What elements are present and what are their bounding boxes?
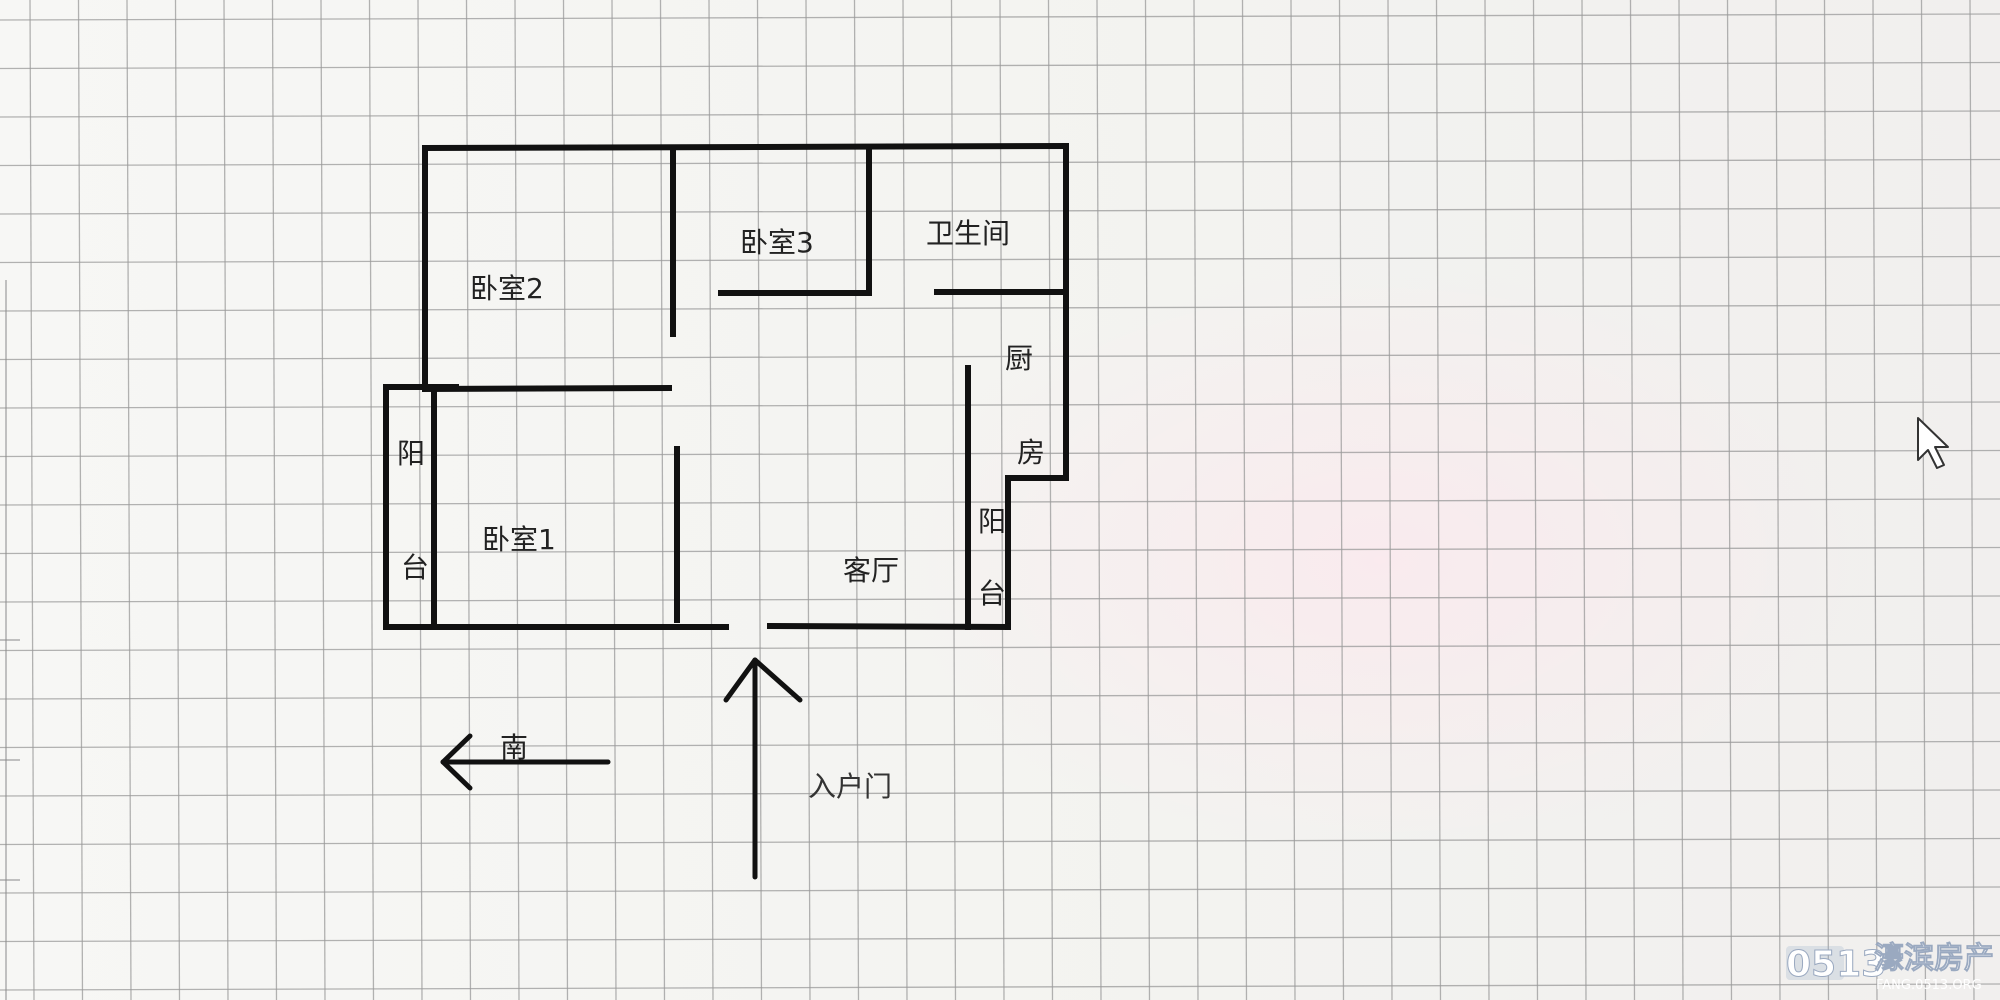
grid-line-vertical [1047, 0, 1054, 1000]
label-living-room: 客厅 [843, 554, 899, 587]
grid-line-horizontal [0, 449, 2000, 458]
grid-line-vertical [1241, 0, 1248, 1000]
grid-line-horizontal [0, 13, 2000, 21]
grid-line-vertical [611, 0, 617, 1000]
grid-line-horizontal [0, 207, 2000, 215]
floor-plan-walls [383, 142, 1070, 631]
grid-line-vertical [805, 0, 811, 1000]
label-bedroom2: 卧室2 [470, 272, 544, 305]
grid-line-horizontal [0, 498, 2000, 506]
grid-line-vertical [514, 0, 520, 1000]
grid-line-vertical [562, 0, 569, 1000]
label-balcony-right-1: 阳 [978, 505, 1006, 538]
grid-line-horizontal [0, 789, 2000, 797]
label-south: 南 [500, 731, 528, 764]
wall-bedroom2-bedroom1 [421, 384, 673, 393]
grid-line-horizontal [0, 595, 2000, 603]
grid-line-vertical [950, 0, 957, 1000]
grid-line-vertical [1435, 0, 1442, 1000]
grid-line-horizontal [0, 740, 2000, 749]
grid-line-vertical [1387, 0, 1393, 1000]
label-balcony-left-2: 台 [401, 551, 429, 584]
grid-line-horizontal [0, 983, 2000, 991]
grid-line-vertical [368, 0, 375, 1000]
grid-line-horizontal [0, 692, 2000, 700]
grid-line-vertical [659, 0, 666, 1000]
label-bedroom1: 卧室1 [482, 523, 556, 556]
grid-line-vertical [1338, 0, 1345, 1000]
watermark-number: 0513 [1786, 944, 1886, 985]
grid-line-vertical [1096, 0, 1102, 1000]
grid-line-vertical [1290, 0, 1296, 1000]
label-bathroom: 卫生间 [926, 217, 1010, 250]
grid-line-vertical [1144, 0, 1151, 1000]
grid-line-vertical [77, 0, 84, 1000]
grid-line-vertical [1920, 0, 1927, 1000]
entrance-arrow: 入户门 [723, 657, 892, 880]
grid-line-vertical [902, 0, 908, 1000]
grid-line-vertical [1193, 0, 1199, 1000]
watermark: 0513 濠滨房产 FANG.0513.ORG [1786, 941, 1995, 993]
grid-line-horizontal [0, 304, 2000, 312]
grid-line-vertical [756, 0, 763, 1000]
grid-line-horizontal [0, 886, 2000, 894]
grid-line-vertical [708, 0, 714, 1000]
grid-line-horizontal [0, 110, 2000, 118]
grid-line-vertical [1969, 0, 1975, 1000]
label-balcony-left-1: 阳 [397, 437, 425, 470]
grid-line-vertical [174, 0, 181, 1000]
grid-line-horizontal [0, 643, 2000, 652]
wall-top [421, 142, 1070, 152]
south-arrow-head [440, 733, 473, 791]
grid-line-horizontal [0, 61, 2000, 70]
grid-line-horizontal [0, 546, 2000, 555]
grid-line-horizontal [0, 837, 2000, 846]
grid-line-vertical [29, 0, 35, 1000]
left-ruler [0, 280, 20, 1000]
grid-line-vertical [853, 0, 860, 1000]
grid-line-vertical [417, 0, 423, 1000]
watermark-url: FANG.0513.ORG [1876, 978, 1982, 993]
grid-line-horizontal [0, 352, 2000, 361]
label-kitchen-2: 房 [1017, 436, 1045, 469]
mouse-cursor-icon [1917, 417, 1949, 469]
label-bedroom3: 卧室3 [740, 226, 814, 259]
label-entrance: 入户门 [808, 770, 892, 803]
grid-line-horizontal [0, 255, 2000, 264]
entrance-arrow-head [723, 657, 803, 703]
grid-line-vertical [320, 0, 326, 1000]
grid-line-vertical [126, 0, 132, 1000]
wall-bottom-right [766, 622, 1012, 631]
label-kitchen-1: 厨 [1005, 342, 1033, 375]
watermark-logo-icon [1786, 946, 1844, 980]
grid-line-vertical [465, 0, 472, 1000]
south-arrow: 南 [440, 731, 611, 791]
grid-line-horizontal [0, 158, 2000, 167]
grid-line-vertical [271, 0, 278, 1000]
label-balcony-right-2: 台 [978, 577, 1006, 610]
grid-line-vertical [223, 0, 229, 1000]
grid-line-vertical [999, 0, 1005, 1000]
watermark-brand: 濠滨房产 [1874, 941, 1994, 976]
room-labels: 卧室2 卧室3 卫生间 厨 房 阳 台 卧室1 客厅 阳 台 [397, 217, 1045, 610]
grid-line-horizontal [0, 934, 2000, 943]
grid-line-horizontal [0, 401, 2000, 409]
